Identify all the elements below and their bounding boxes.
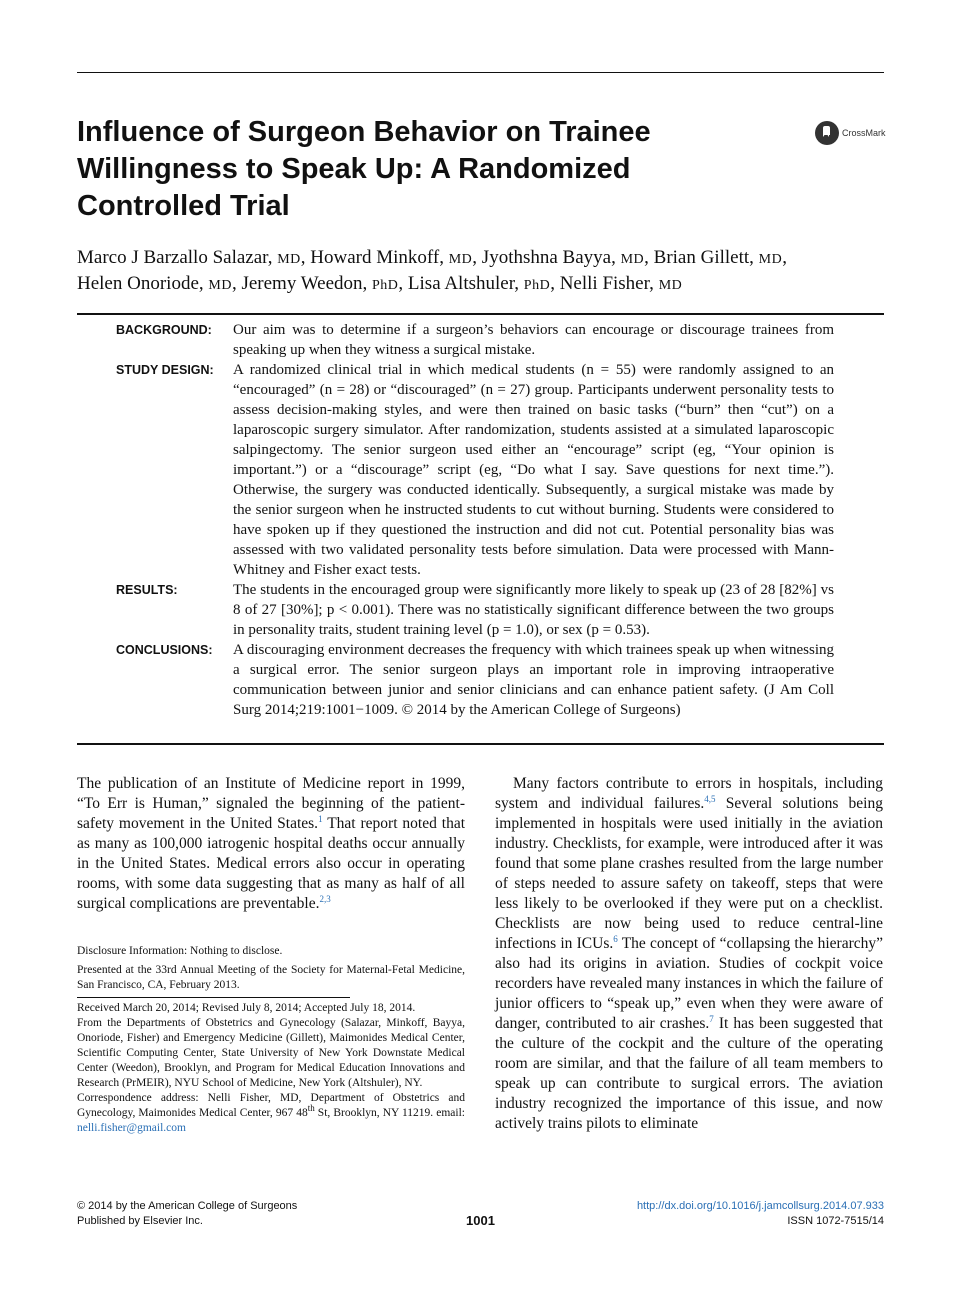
body-column-left: The publication of an Institute of Medic… <box>77 774 465 914</box>
page-footer: © 2014 by the American College of Surgeo… <box>77 1199 884 1233</box>
received-note: Received March 20, 2014; Revised July 8,… <box>77 1002 416 1014</box>
page-number: 1001 <box>466 1213 495 1228</box>
abstract-background: BACKGROUND: Our aim was to determine if … <box>116 320 834 360</box>
footer-left: © 2014 by the American College of Surgeo… <box>77 1199 297 1229</box>
affiliations-note: From the Departments of Obstetrics and G… <box>77 1017 465 1089</box>
disclosure-note: Disclosure Information: Nothing to discl… <box>77 945 283 957</box>
crossmark-badge[interactable]: CrossMark <box>815 121 886 145</box>
author: Brian Gillett, MD, <box>653 247 787 268</box>
reference-link[interactable]: 4,5 <box>704 793 716 804</box>
crossmark-label: CrossMark <box>842 128 886 138</box>
abstract-conclusions: CONCLUSIONS: A discouraging environment … <box>116 640 834 720</box>
footer-right: http://dx.doi.org/10.1016/j.jamcollsurg.… <box>637 1199 884 1229</box>
section-text: Our aim was to determine if a surgeon’s … <box>233 322 834 358</box>
notes-divider <box>77 997 350 998</box>
abstract-results: RESULTS: The students in the encouraged … <box>116 580 834 640</box>
author: Howard Minkoff, MD, <box>310 247 478 268</box>
doi-link[interactable]: http://dx.doi.org/10.1016/j.jamcollsurg.… <box>636 1200 884 1212</box>
correspondence-note: Correspondence address: Nelli Fisher, MD… <box>77 1092 465 1134</box>
author-list: Marco J Barzallo Salazar, MD, Howard Min… <box>77 246 887 298</box>
author: Nelli Fisher, MD <box>559 273 683 294</box>
presented-note: Presented at the 33rd Annual Meeting of … <box>77 964 465 991</box>
author: Lisa Altshuler, PhD, <box>407 273 555 294</box>
reference-link[interactable]: 7 <box>709 1013 714 1024</box>
author: Marco J Barzallo Salazar, MD, <box>77 247 306 268</box>
abstract: BACKGROUND: Our aim was to determine if … <box>116 320 834 720</box>
author: Jyothshna Bayya, MD, <box>481 247 649 268</box>
issn-text: ISSN 1072-7515/14 <box>787 1215 884 1227</box>
abstract-study-design: STUDY DESIGN: A randomized clinical tria… <box>116 360 834 580</box>
abstract-top-rule <box>77 313 884 315</box>
section-label: CONCLUSIONS: <box>116 643 213 657</box>
article-title: Influence of Surgeon Behavior on Trainee… <box>77 116 651 222</box>
section-text: The students in the encouraged group wer… <box>233 582 834 638</box>
body-column-right: Many factors contribute to errors in hos… <box>495 774 883 1134</box>
author: Jeremy Weedon, PhD, <box>241 273 404 294</box>
author: Helen Onoriode, MD, <box>77 273 237 294</box>
section-text: A discouraging environment decreases the… <box>233 642 834 718</box>
publisher-text: Published by Elsevier Inc. <box>77 1215 203 1227</box>
reference-link[interactable]: 6 <box>613 933 618 944</box>
article-notes: Disclosure Information: Nothing to discl… <box>77 944 465 1136</box>
email-link[interactable]: nelli.fisher@gmail.com <box>77 1122 186 1134</box>
section-label: RESULTS: <box>116 583 178 597</box>
section-label: STUDY DESIGN: <box>116 363 214 377</box>
crossmark-icon <box>815 121 839 145</box>
top-rule <box>77 72 884 73</box>
body-paragraph: The publication of an Institute of Medic… <box>77 775 466 912</box>
reference-link[interactable]: 2,3 <box>319 893 331 904</box>
reference-link[interactable]: 1 <box>318 813 323 824</box>
copyright-text: © 2014 by the American College of Surgeo… <box>77 1200 298 1212</box>
body-paragraph: Many factors contribute to errors in hos… <box>495 775 883 1132</box>
abstract-bottom-rule <box>77 743 884 745</box>
section-label: BACKGROUND: <box>116 323 212 337</box>
section-text: A randomized clinical trial in which med… <box>233 362 834 578</box>
